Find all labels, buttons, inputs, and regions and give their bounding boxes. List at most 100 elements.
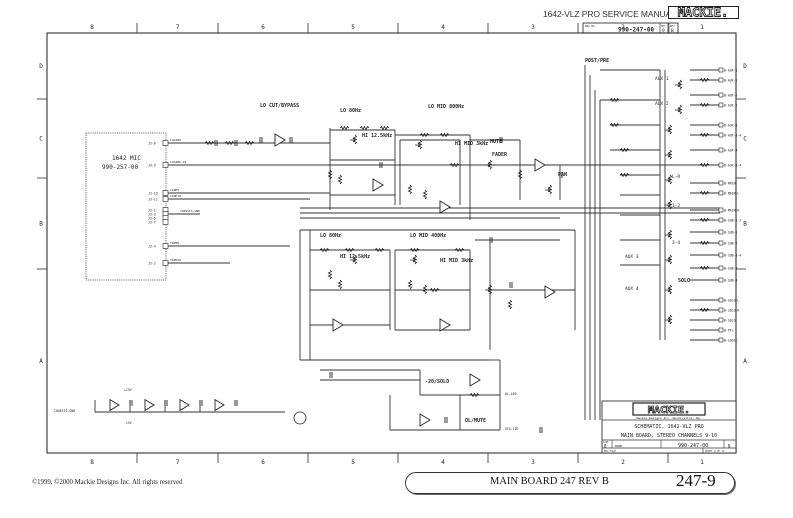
capacitor-symbol xyxy=(499,137,503,143)
resistor-zigzag xyxy=(667,174,673,185)
resistor-symbol xyxy=(699,132,710,138)
title-block: MACKIE. Mackie Designs Inc. Woodinville,… xyxy=(601,400,737,454)
capacitor-symbol xyxy=(289,137,293,143)
potentiometer-wiper xyxy=(665,177,671,183)
column-label-top: 3 xyxy=(531,24,535,31)
potentiometer-wiper xyxy=(675,82,681,88)
output-connectors: B-AUX-1B-AUX-1B-AUX-2B-AUX-2B-AUX-3B-AUX… xyxy=(718,67,741,342)
connector-pin-label: J3-9 xyxy=(148,164,156,168)
aux-label: AUX 2 xyxy=(655,101,669,107)
resistor-symbol xyxy=(667,229,673,240)
section-label-lo-mid-bot: LO MID 400Hz xyxy=(410,233,446,239)
resistor-zigzag xyxy=(374,247,385,253)
row-label-left: C xyxy=(39,136,43,143)
resistor-symbol xyxy=(412,254,418,265)
rev-label: REV xyxy=(670,24,675,28)
resistor-symbol xyxy=(337,279,343,290)
potentiometer-wiper xyxy=(665,287,671,293)
resistor-symbol xyxy=(454,247,465,253)
resistor-zigzag xyxy=(204,140,215,146)
section-label-lo-eq-bot: LO 80Hz xyxy=(320,233,341,239)
resistor-zigzag xyxy=(609,97,620,103)
capacitor-symbol xyxy=(444,417,448,423)
resistor-symbol xyxy=(699,217,710,223)
output-port xyxy=(718,240,724,246)
resistor-zigzag xyxy=(244,140,255,146)
resistor-zigzag xyxy=(619,172,630,178)
output-port xyxy=(718,317,724,323)
opamp-symbol xyxy=(534,158,546,172)
capacitor-symbol xyxy=(129,400,133,406)
resistor-symbol xyxy=(339,125,350,131)
resistor-symbol xyxy=(407,184,413,195)
capacitor-symbol xyxy=(329,372,333,378)
connector-pin xyxy=(162,196,169,202)
resistor-zigzag xyxy=(667,254,673,265)
resistor-zigzag xyxy=(547,184,553,195)
resistor-zigzag xyxy=(667,284,673,295)
output-net-label: B-SOLO-R xyxy=(724,308,739,312)
resistor-symbol xyxy=(439,132,450,138)
output-net-label: B-AUX-4 xyxy=(724,148,738,152)
footer-board-name: MAIN BOARD 247 REV B xyxy=(490,476,609,487)
connector-name: 1642 MIC xyxy=(112,155,141,162)
output-net-label: B-AUX-3-4 xyxy=(724,133,741,137)
resistor-symbol xyxy=(487,284,493,295)
dwg-no-label: DWG NO. xyxy=(585,24,596,28)
resistor-zigzag xyxy=(417,139,423,150)
opamp-symbol xyxy=(274,133,286,147)
connector-pin xyxy=(162,260,169,266)
resistor-zigzag xyxy=(422,189,428,200)
resistor-zigzag xyxy=(429,287,440,293)
aux-label: AUX 1 xyxy=(655,76,669,82)
potentiometer-wiper xyxy=(545,187,551,193)
resistor-zigzag xyxy=(352,254,358,265)
section-label-hi-mid-bot: HI MID 3kHz xyxy=(440,258,473,264)
resistor-symbol xyxy=(699,265,710,271)
resistor-symbol xyxy=(609,122,620,128)
resistor-zigzag xyxy=(409,247,420,253)
bottom-net-label: +15V xyxy=(124,388,132,392)
header-dwg-no: 990-247-00 xyxy=(618,27,655,34)
resistor-symbol xyxy=(667,254,673,265)
output-port xyxy=(718,180,724,186)
resistor-symbol xyxy=(204,140,215,146)
column-label-bottom: 7 xyxy=(176,459,180,466)
resistor-symbol xyxy=(327,169,333,180)
capacitor-symbol xyxy=(199,400,203,406)
resistor-zigzag xyxy=(699,102,710,108)
resistor-symbol xyxy=(699,307,710,313)
bus-label: 1-2 xyxy=(672,203,680,209)
resistor-zigzag xyxy=(507,299,513,310)
resistor-symbol xyxy=(419,132,430,138)
column-label-bottom: 3 xyxy=(531,459,535,466)
opamp-symbol xyxy=(144,398,155,412)
title-block-schematic: SCHEMATIC, 1642-VLZ PRO xyxy=(634,424,703,430)
resistor-zigzag xyxy=(337,279,343,290)
output-port xyxy=(718,207,724,213)
resistor-symbol xyxy=(469,392,480,398)
output-port xyxy=(718,132,724,138)
output-port xyxy=(718,307,724,313)
output-net-label: B-AUX-3 xyxy=(724,123,738,127)
output-port xyxy=(718,122,724,128)
output-net-label: B-MAIN-L xyxy=(724,191,739,195)
resistor-zigzag xyxy=(699,190,710,196)
resistor-symbol xyxy=(667,284,673,295)
resistor-symbol xyxy=(487,159,493,170)
resistor-zigzag xyxy=(319,247,330,253)
resistor-symbol xyxy=(449,162,460,168)
resistor-zigzag xyxy=(327,169,333,180)
resistor-zigzag xyxy=(344,247,355,253)
resistor-zigzag xyxy=(449,162,460,168)
footer-page-number: 247-9 xyxy=(676,471,716,490)
output-port xyxy=(718,229,724,235)
section-label-lo-eq-top: LO 80Hz xyxy=(340,108,361,114)
resistor-zigzag xyxy=(667,314,673,325)
rev-file-label: REV FILE xyxy=(604,449,617,453)
opamp-symbol xyxy=(372,178,384,192)
connector-pin xyxy=(162,190,169,196)
resistor-symbol xyxy=(409,247,420,253)
